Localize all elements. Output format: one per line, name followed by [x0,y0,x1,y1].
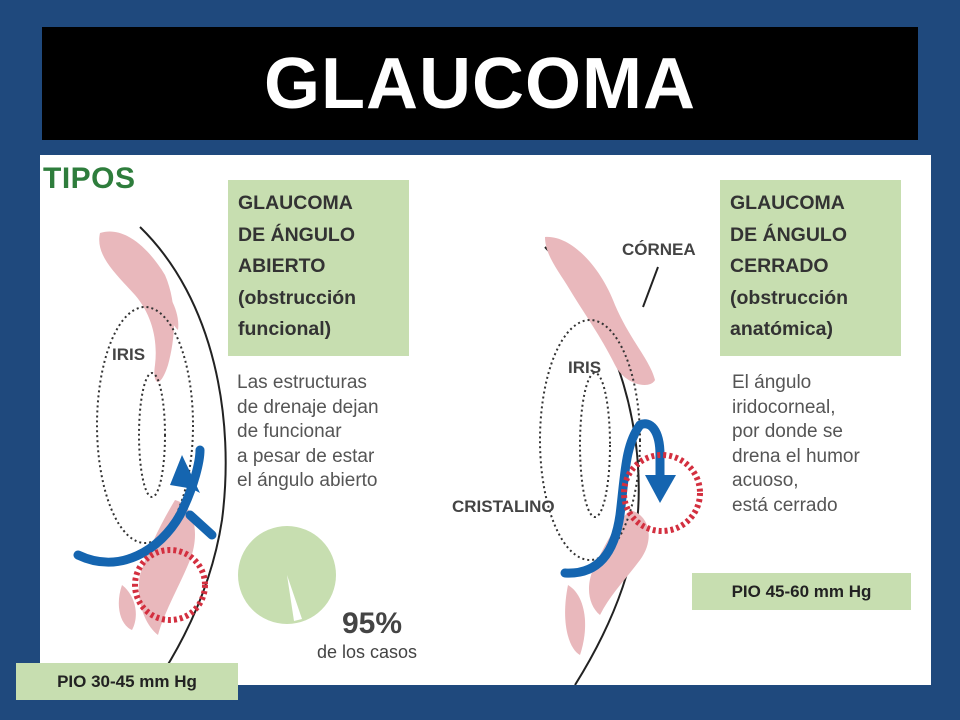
right-lens-outer [539,319,641,561]
left-iris-tissue-upper [99,231,174,382]
closed-angle-desc-line-1: El ángulo [732,372,812,393]
closed-angle-desc-line-3: por donde se [732,421,843,442]
left-iris-tissue-lower-2 [118,585,136,630]
percentage-caption: de los casos [317,642,418,662]
slide-title: GLAUCOMA [264,43,696,124]
closed-angle-desc-line-5: acuoso, [732,470,799,491]
open-angle-description: Las estructuras de drenaje dejan de func… [237,371,379,494]
right-iris-tissue-lower [588,510,649,615]
left-flow-arrowhead [170,455,200,493]
closed-angle-line-1: GLAUCOMA [730,192,845,214]
lens-label: CRISTALINO [452,497,555,516]
percentage-value: 95% [342,607,403,640]
open-angle-line-3: ABIERTO [238,255,326,277]
cornea-label: CÓRNEA [622,240,696,259]
left-drainage-angle-circle [132,547,208,623]
diagram-panel: TIPOS GLAUCOMA DE ÁNGULO ABIERTO (obstru… [40,155,931,685]
right-flow-arrow [560,419,665,578]
left-iris-label: IRIS [112,345,146,364]
open-angle-desc-line-4: a pesar de estar [237,445,375,467]
open-angle-line-5: funcional) [238,318,332,340]
open-angle-line-4: (obstrucción [238,286,357,309]
right-closed-angle-circle [621,452,703,534]
left-lens-outer [96,306,194,544]
closed-angle-description: El ángulo iridocorneal, por donde se dre… [732,371,860,518]
right-eye-diagram [539,236,703,685]
open-angle-desc-line-2: de drenaje dejan [237,396,379,418]
open-angle-desc-line-3: de funcionar [237,421,342,442]
closed-angle-line-4: (obstrucción [730,286,849,309]
right-lens-inner [579,372,611,518]
right-flow-arrowhead [645,475,676,503]
right-iris-tissue-upper [545,236,655,385]
open-angle-line-2: DE ÁNGULO [238,223,355,246]
left-eye-diagram [73,226,227,685]
closed-angle-line-5: anatómica) [730,318,833,340]
left-flow-arrow [73,445,205,567]
closed-angle-desc-line-4: drena el humor [732,445,860,467]
cornea-pointer [642,266,659,308]
closed-angle-desc-line-6: está cerrado [732,494,838,516]
pie-95-percent [238,526,336,624]
right-iris-label: IRIS [568,358,602,377]
closed-angle-box: GLAUCOMA DE ÁNGULO CERRADO (obstrucción … [720,180,901,356]
open-angle-desc-line-1: Las estructuras [237,372,367,393]
pio-closed-angle: PIO 45-60 mm Hg [692,573,911,610]
closed-angle-desc-line-2: iridocorneal, [732,396,836,418]
right-iris-tissue-lower-2 [565,585,586,655]
open-angle-box: GLAUCOMA DE ÁNGULO ABIERTO (obstrucción … [228,180,409,356]
open-angle-line-1: GLAUCOMA [238,192,353,214]
left-cornea-line [139,226,227,685]
left-iris-tissue-lower [138,500,195,635]
pie-gap [287,575,302,621]
closed-angle-line-3: CERRADO [730,255,829,277]
title-bar: GLAUCOMA [42,27,918,140]
pio-open-angle: PIO 30-45 mm Hg [16,663,238,700]
section-label: TIPOS [43,162,136,195]
left-iris-tissue-upper-2 [158,283,179,330]
closed-angle-line-2: DE ÁNGULO [730,223,847,246]
eye-diagram [73,226,703,685]
left-lens-inner [138,372,166,498]
open-angle-desc-line-5: el ángulo abierto [237,470,378,491]
